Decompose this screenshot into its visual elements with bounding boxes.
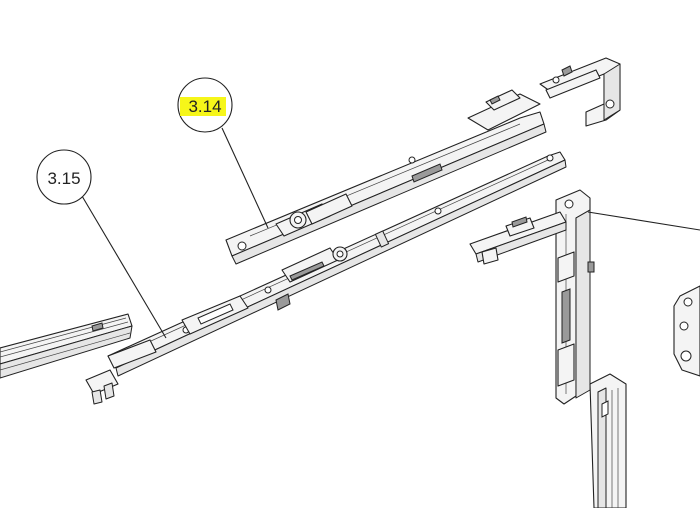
frame-rail-left [0, 313, 133, 379]
callout-3-15: 3.15 [36, 149, 92, 205]
leader-line-corner [587, 211, 700, 231]
callout-3-14: 3.14 [177, 77, 233, 133]
callout-3-14-label: 3.14 [188, 97, 221, 116]
horizontal-connector [469, 211, 567, 265]
leader-line-3-14 [221, 127, 269, 229]
callout-3-15-label: 3.15 [47, 169, 80, 188]
leader-line-3-15 [81, 195, 167, 339]
part-3-15-rod [85, 151, 567, 405]
part-3-14-stay-arm [225, 57, 621, 265]
keeper-part [673, 285, 700, 377]
callout-3-14-highlight [180, 97, 226, 116]
corner-drive [555, 189, 595, 405]
frame-rail-right [589, 373, 627, 508]
